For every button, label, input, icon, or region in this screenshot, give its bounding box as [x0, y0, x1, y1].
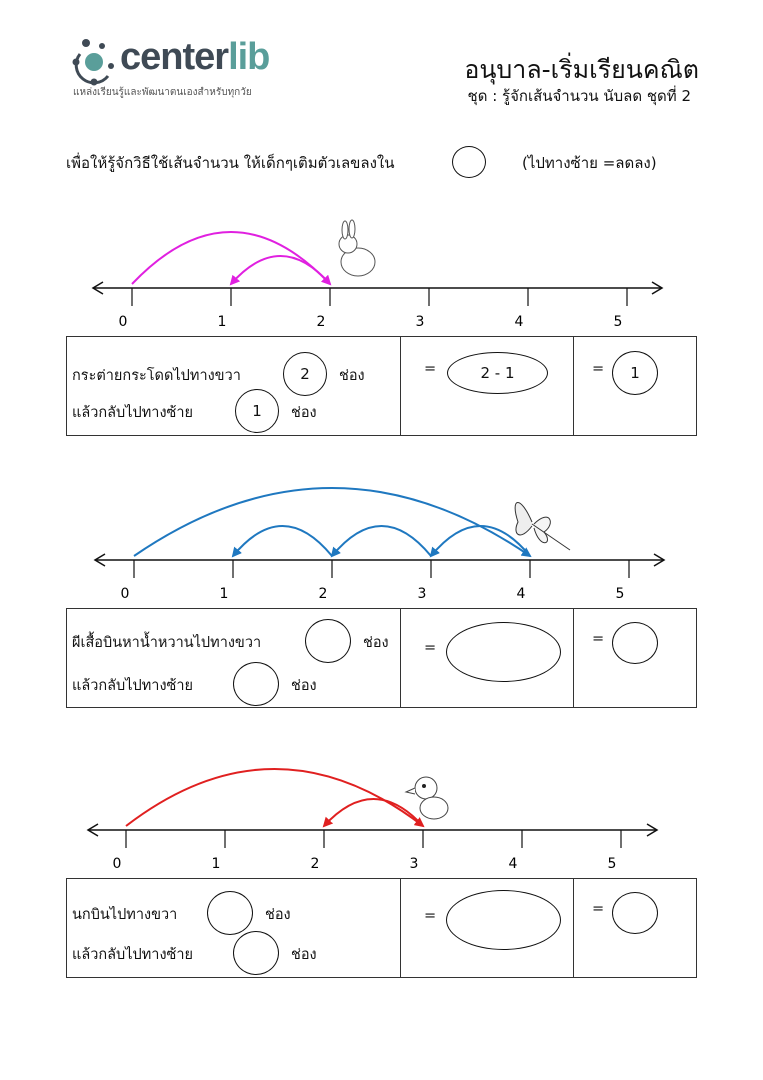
tick-label: 5 [616, 586, 625, 602]
result-circle[interactable] [612, 622, 658, 664]
expression-ellipse[interactable]: 2 - 1 [447, 352, 548, 394]
page-subtitle: ชุด : รู้จักเส้นจำนวน นับลด ชุดที่ 2 [467, 87, 691, 105]
jump-arc [231, 525, 333, 558]
equals-sign: = [592, 901, 605, 917]
logo: centerlib [120, 36, 270, 79]
unit-label: ช่อง [291, 947, 317, 963]
exercise-line1: นกบินไปทางขวา [72, 907, 178, 923]
axis-arrow-left [91, 281, 104, 295]
result-circle[interactable] [612, 892, 658, 934]
instruction-circle [452, 146, 486, 178]
unit-label: ช่อง [265, 907, 291, 923]
equals-sign: = [424, 640, 437, 656]
instruction-note: (ไปทางซ้าย =ลดลง) [522, 154, 657, 172]
tick-label: 3 [410, 856, 419, 872]
answer-right-circle[interactable] [305, 619, 351, 663]
divider [400, 609, 401, 707]
exercise-line2: แล้วกลับไปทางซ้าย [72, 405, 193, 421]
tick-label: 5 [614, 314, 623, 330]
tick-label: 4 [517, 586, 526, 602]
jump-arc [125, 768, 425, 828]
exercise-line2: แล้วกลับไปทางซ้าย [72, 678, 193, 694]
jump-arc [131, 231, 332, 286]
expression-ellipse[interactable] [446, 622, 561, 682]
jump-arc [330, 525, 432, 558]
tick-label: 0 [113, 856, 122, 872]
unit-label: ช่อง [291, 405, 317, 421]
rabbit-icon [338, 219, 376, 277]
jump-arc [322, 798, 424, 828]
equals-sign: = [424, 361, 437, 377]
exercise-line1: ผีเสื้อบินหาน้ำหวานไปทางขวา [72, 635, 262, 651]
tick-label: 0 [119, 314, 128, 330]
equals-sign: = [592, 361, 605, 377]
divider [400, 337, 401, 435]
result-circle[interactable]: 1 [612, 351, 658, 395]
answer-right-circle[interactable] [207, 891, 253, 935]
tick-label: 2 [311, 856, 320, 872]
tick-label: 1 [220, 586, 229, 602]
answer-left-circle[interactable] [233, 662, 279, 706]
tagline: แหล่งเรียนรู้และพัฒนาตนเองสำหรับทุกวัย [73, 87, 252, 98]
exercise-box [66, 878, 697, 978]
tick-label: 3 [418, 586, 427, 602]
exercise-box [66, 336, 697, 436]
axis-arrow-left [86, 823, 99, 837]
divider [573, 609, 574, 707]
answer-right-circle[interactable]: 2 [283, 352, 327, 396]
answer-left-circle[interactable]: 1 [235, 389, 279, 433]
unit-label: ช่อง [291, 678, 317, 694]
jump-arc [429, 525, 531, 558]
answer-left-circle[interactable] [233, 931, 279, 975]
tick-label: 5 [608, 856, 617, 872]
divider [573, 337, 574, 435]
exercise-line2: แล้วกลับไปทางซ้าย [72, 947, 193, 963]
page-title: อนุบาล-เริ่มเรียนคณิต [464, 55, 699, 84]
tick-label: 4 [515, 314, 524, 330]
exercise-box [66, 608, 697, 708]
tick-label: 1 [218, 314, 227, 330]
unit-label: ช่อง [363, 635, 389, 651]
axis-arrow-right [653, 553, 666, 567]
axis-arrow-right [651, 281, 664, 295]
logo-accent: lib [228, 36, 270, 78]
divider [400, 879, 401, 977]
tick-label: 2 [317, 314, 326, 330]
tick-label: 2 [319, 586, 328, 602]
tick-label: 1 [212, 856, 221, 872]
logo-icon [72, 39, 114, 86]
tick-label: 3 [416, 314, 425, 330]
tick-label: 4 [509, 856, 518, 872]
divider [573, 879, 574, 977]
instruction-text: เพื่อให้รู้จักวิธีใช้เส้นจำนวน ให้เด็กๆเ… [66, 154, 395, 172]
equals-sign: = [424, 908, 437, 924]
logo-main: center [120, 36, 229, 78]
bird-icon [404, 776, 449, 820]
unit-label: ช่อง [339, 368, 365, 384]
exercise-line1: กระต่ายกระโดดไปทางขวา [72, 368, 241, 384]
axis-arrow-left [93, 553, 106, 567]
jump-arc [229, 255, 331, 286]
axis-arrow-right [646, 823, 659, 837]
expression-ellipse[interactable] [446, 890, 561, 950]
jump-arc [133, 487, 532, 558]
equals-sign: = [592, 631, 605, 647]
butterfly-icon [514, 502, 571, 551]
tick-label: 0 [121, 586, 130, 602]
